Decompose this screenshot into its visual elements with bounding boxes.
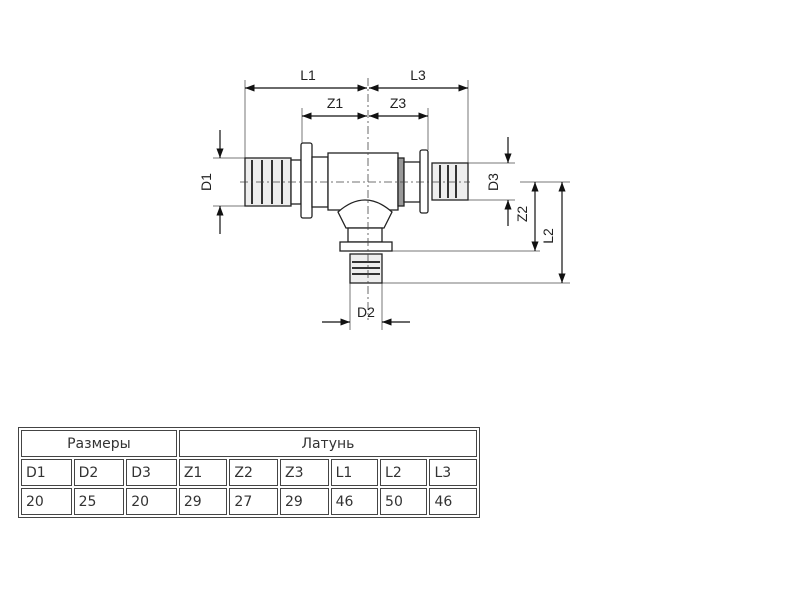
dimension-lines (216, 84, 566, 326)
label-d2: D2 (357, 304, 375, 320)
tee-fitting-drawing: L1 L3 Z1 Z3 D1 D3 Z2 L2 D2 (198, 67, 570, 330)
table-cell: 27 (229, 488, 279, 515)
dimensions-table: Размеры Латунь D1 D2 D3 Z1 Z2 Z3 L1 L2 L… (18, 427, 480, 518)
label-l2: L2 (540, 228, 556, 244)
label-z1: Z1 (327, 95, 344, 111)
label-d1: D1 (198, 173, 214, 191)
table-row: 20 25 20 29 27 29 46 50 46 (21, 488, 477, 515)
label-l1: L1 (300, 67, 316, 83)
group-header-sizes: Размеры (21, 430, 177, 457)
table-group-header-row: Размеры Латунь (21, 430, 477, 457)
column-header: Z1 (178, 459, 228, 486)
column-header: L2 (380, 459, 428, 486)
label-l3: L3 (410, 67, 426, 83)
table-cell: 20 (126, 488, 177, 515)
column-header: D2 (73, 459, 125, 486)
label-z2: Z2 (514, 206, 530, 223)
table-cell: 20 (21, 488, 72, 515)
column-header: Z3 (280, 459, 329, 486)
table-cell: 46 (429, 488, 477, 515)
table-cell: 25 (73, 488, 125, 515)
table-header-row: D1 D2 D3 Z1 Z2 Z3 L1 L2 L3 (21, 459, 477, 486)
column-header: D1 (21, 459, 72, 486)
table-cell: 29 (280, 488, 329, 515)
label-d3: D3 (485, 173, 501, 191)
column-header: Z2 (229, 459, 279, 486)
group-header-material: Латунь (178, 430, 477, 457)
table-cell: 50 (380, 488, 428, 515)
column-header: L1 (330, 459, 379, 486)
center-lines (240, 78, 470, 320)
table-cell: 29 (178, 488, 228, 515)
table-cell: 46 (330, 488, 379, 515)
label-z3: Z3 (390, 95, 407, 111)
column-header: L3 (429, 459, 477, 486)
column-header: D3 (126, 459, 177, 486)
